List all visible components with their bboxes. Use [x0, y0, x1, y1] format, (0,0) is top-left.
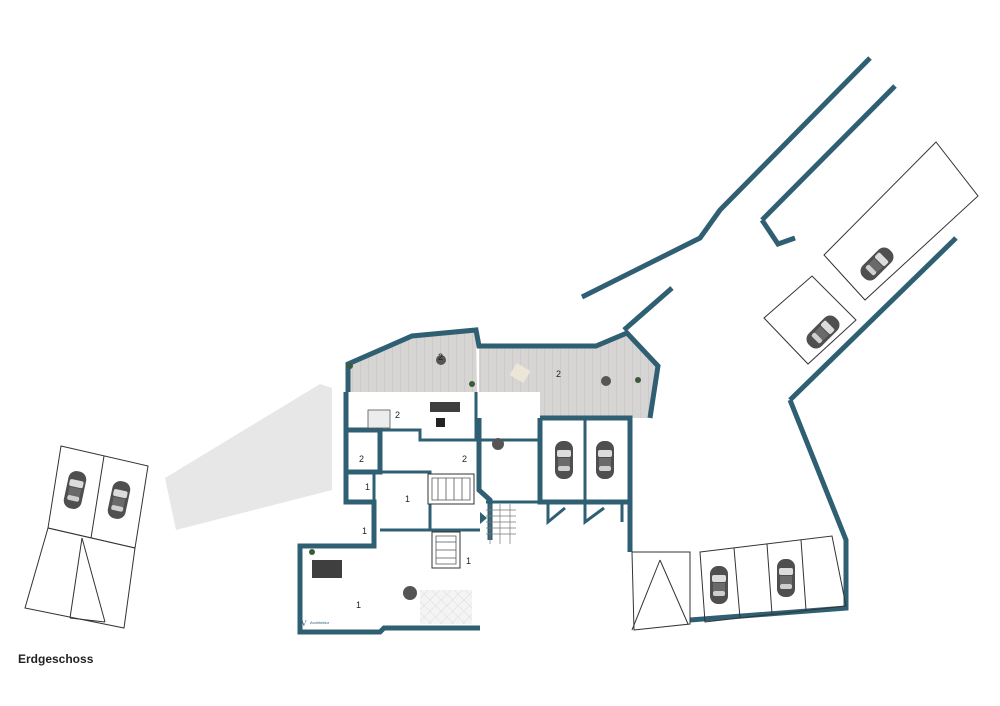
room-number: 2 — [462, 454, 467, 464]
floor-label: Erdgeschoss — [18, 652, 94, 666]
sofa-icon — [430, 402, 460, 412]
kitchen-tiles — [420, 590, 472, 624]
entrance-steps — [480, 504, 516, 544]
room-number: 1 — [365, 482, 370, 492]
logo-watermark: V Architektur — [301, 619, 330, 628]
driveway-wall-6 — [689, 399, 849, 623]
wall-interior-2 — [380, 428, 478, 442]
room-number: 1 — [405, 494, 410, 504]
room-number: 2 — [556, 369, 561, 379]
parking-top-right — [763, 141, 979, 365]
garage-block — [537, 415, 633, 526]
room-number: 1 — [362, 526, 367, 536]
car-icon — [857, 244, 897, 284]
sofa-icon — [312, 560, 342, 578]
staircase-upper — [427, 473, 475, 505]
driveway-wall-3 — [760, 84, 897, 222]
table-icon — [436, 418, 445, 427]
bed-icon — [367, 409, 391, 429]
dining-table-icon — [403, 586, 417, 600]
driveway-wall-4 — [759, 218, 796, 248]
wall-terrace-left — [345, 327, 661, 419]
driveway-wall-2 — [622, 286, 674, 332]
dining-table-icon — [492, 438, 504, 450]
room-number: 2 — [359, 454, 364, 464]
car-icon — [777, 559, 795, 597]
wall-interior-1 — [346, 427, 383, 475]
furniture — [309, 355, 641, 600]
car-icon — [555, 441, 573, 479]
plant-icon — [635, 377, 641, 383]
svg-text:Architektur: Architektur — [310, 620, 330, 625]
staircase-lower — [431, 531, 461, 569]
car-icon — [106, 479, 132, 521]
car-icon — [62, 469, 88, 511]
room-number: 1 — [356, 600, 361, 610]
car-icon — [710, 566, 728, 604]
parking-bottom-right — [631, 535, 847, 631]
wall-north — [297, 392, 480, 635]
driveway-wall-5 — [788, 236, 958, 402]
plant-icon — [309, 549, 315, 555]
lounger-icon — [509, 362, 531, 384]
car-icon — [596, 441, 614, 479]
room-number: 1 — [466, 556, 471, 566]
plant-icon — [347, 363, 353, 369]
room-number: 2 — [395, 410, 400, 420]
dining-table-icon — [601, 376, 611, 386]
carport-left — [24, 445, 149, 629]
driveway-wall-1 — [580, 56, 872, 300]
plant-icon — [469, 381, 475, 387]
car-icon — [803, 312, 843, 352]
dining-table-icon — [436, 355, 446, 365]
room-number: 2 — [438, 352, 443, 362]
terrace-left — [348, 330, 477, 392]
svg-text:V: V — [301, 619, 307, 628]
paved-area-west — [165, 384, 332, 530]
